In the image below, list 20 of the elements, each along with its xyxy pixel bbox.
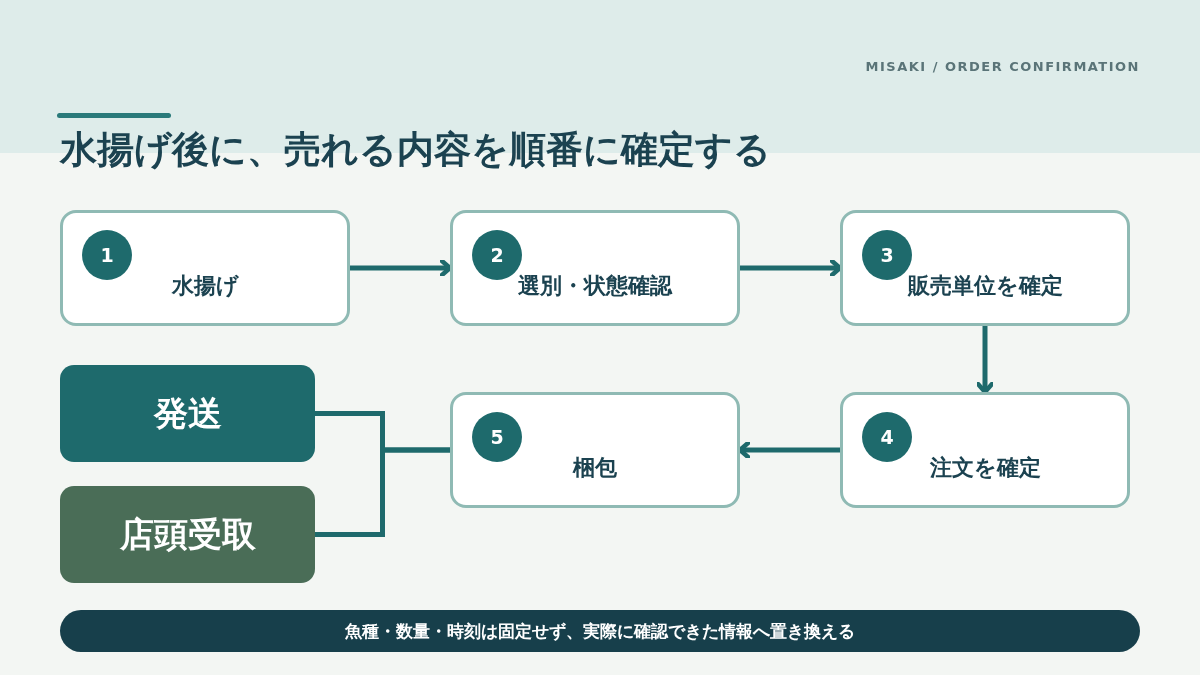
header-label: MISAKI / ORDER CONFIRMATION: [865, 59, 1140, 74]
destination-label: 発送: [153, 391, 222, 435]
process-box: [450, 210, 740, 326]
note-banner: [60, 610, 1140, 652]
destination-box: [60, 486, 315, 583]
title: 水揚げ後に、売れる内容を順番に確定する: [60, 126, 771, 173]
note-text: 魚種・数量・時刻は固定せず、実際に確認できた情報へ置き換える: [345, 619, 855, 643]
step-number: 4: [862, 412, 912, 462]
step-number: 5: [472, 412, 522, 462]
connector-line: [315, 447, 450, 537]
destination-label: 店頭受取: [119, 512, 256, 556]
step-number: 1: [82, 230, 132, 280]
process-box: [60, 210, 350, 326]
destination-box: [60, 365, 315, 462]
step-label: 梱包: [571, 454, 618, 482]
process-box: [840, 392, 1130, 508]
step-label: 水揚げ: [170, 272, 240, 300]
process-box: [840, 210, 1130, 326]
step-label: 注文を確定: [928, 454, 1042, 482]
process-box: [450, 392, 740, 508]
